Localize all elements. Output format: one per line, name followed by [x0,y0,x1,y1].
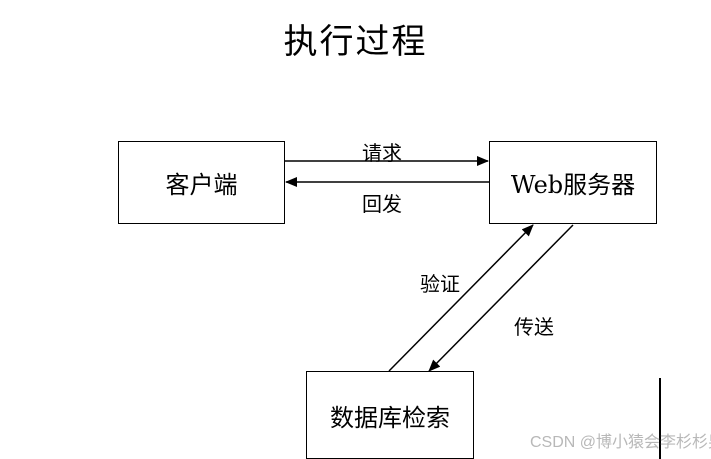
web-server-node-label: Web服务器 [510,171,636,199]
verify-label: 验证 [420,272,460,296]
web-server-node: Web服务器 [489,141,657,224]
database-node: 数据库检索 [306,371,474,459]
send-arrow [428,224,574,372]
send-label: 传送 [514,315,554,339]
request-label: 请求 [362,141,402,165]
verify-arrow [388,224,534,372]
client-node: 客户端 [118,141,285,224]
database-node-label: 数据库检索 [330,403,450,432]
watermark: CSDN @博小猿会李杉杉男 [530,434,711,451]
reply-label: 回发 [362,192,402,216]
diagram-title: 执行过程 [283,22,428,62]
client-node-label: 客户端 [165,171,238,199]
